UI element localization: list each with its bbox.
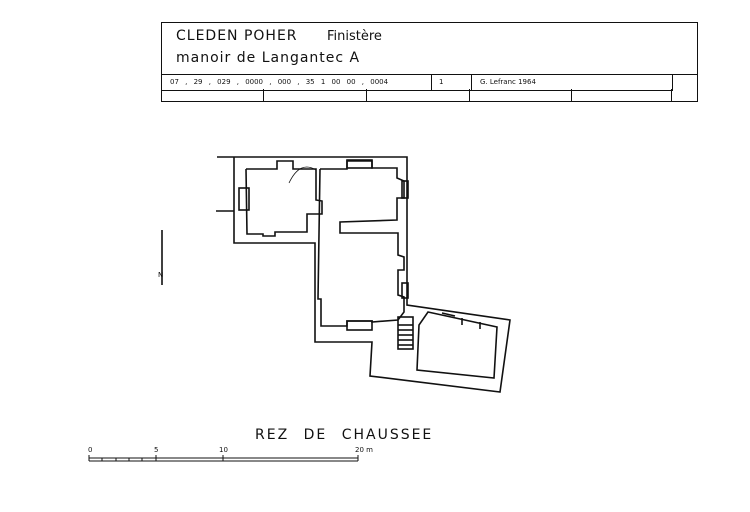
empty-cell	[264, 89, 367, 101]
reference-row: 07 , 29 , 029 , 0000 , 000 , 35 1 00 00 …	[162, 74, 673, 91]
outer-wall	[217, 156, 511, 393]
empty-cell	[470, 89, 572, 101]
reference-code: 07 , 29 , 029 , 0000 , 000 , 35 1 00 00 …	[170, 78, 389, 86]
scale-label-0: 0	[88, 446, 93, 454]
window	[346, 320, 373, 331]
window	[401, 180, 409, 199]
staircase	[397, 316, 414, 350]
empty-cell	[162, 89, 264, 101]
room-west	[245, 160, 323, 237]
window	[346, 159, 373, 169]
building-name: manoir de Langantec A	[176, 50, 361, 66]
scale-label-20: 20 m	[355, 446, 373, 454]
plan-title: REZ DE CHAUSSEE	[255, 427, 434, 443]
code-cell	[162, 75, 432, 90]
window	[238, 187, 250, 211]
department-name: Finistère	[327, 29, 382, 44]
sheet-number: 1	[439, 78, 444, 86]
corner-cell	[672, 74, 698, 102]
empty-cell	[572, 89, 672, 101]
commune-name: CLEDEN POHER	[176, 28, 298, 44]
room-main	[317, 160, 405, 327]
author-year: G. Lefranc 1964	[480, 78, 536, 86]
scale-label-10: 10	[219, 446, 228, 454]
scale-label-5: 5	[154, 446, 159, 454]
scale-bar	[88, 455, 359, 462]
north-label: N	[158, 271, 163, 279]
room-annex	[416, 311, 498, 379]
door-swing	[288, 166, 317, 184]
empty-cell	[367, 89, 470, 101]
commune-line: CLEDEN POHER Finistère	[176, 28, 382, 44]
title-block: CLEDEN POHER Finistère manoir de Langant…	[161, 22, 698, 102]
window	[401, 282, 409, 299]
empty-row	[162, 89, 672, 101]
sheet-cell	[432, 75, 472, 90]
